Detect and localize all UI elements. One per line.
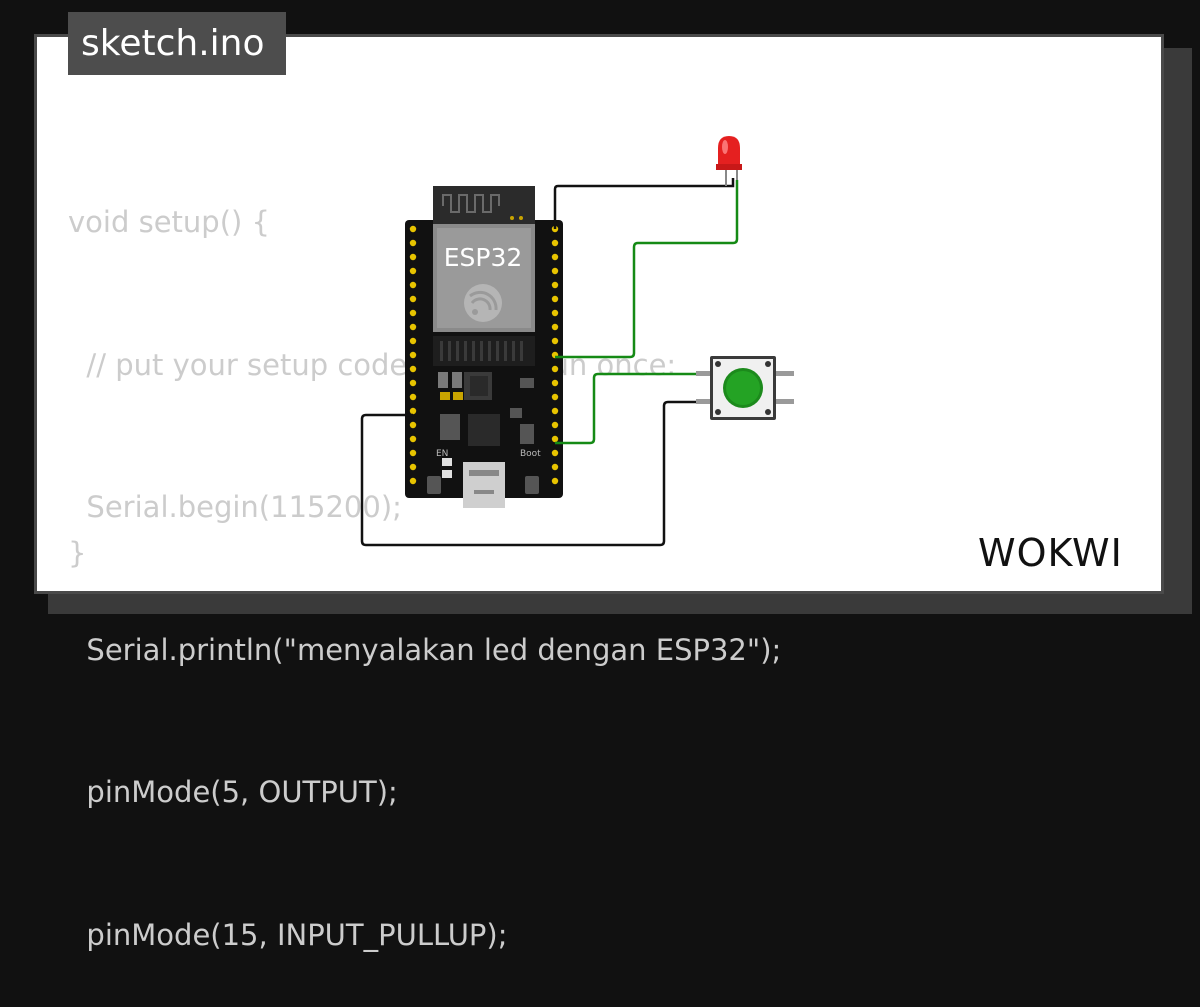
en-button[interactable] [427,476,441,494]
board-label: ESP32 [444,243,523,272]
esp32-board[interactable]: ESP32 EN Boot [405,186,563,508]
pushbutton-icon[interactable] [696,356,794,420]
code-line: Serial.println("menyalakan led dengan ES… [68,632,782,667]
en-label: EN [436,449,448,459]
file-tab[interactable]: sketch.ino [68,12,286,75]
code-line: Serial.begin(115200); [68,490,402,524]
preview-card [34,34,1164,594]
wire-led-anode-gpio5[interactable] [555,180,739,359]
boot-button[interactable] [525,476,539,494]
antenna-trace [442,194,500,213]
led-icon[interactable] [716,136,742,186]
code-line: pinMode(5, OUTPUT); [68,775,398,809]
code-line: pinMode(15, INPUT_PULLUP); [68,917,508,952]
circuit-diagram: ESP32 EN Boot [360,136,794,547]
usb-port-icon [463,462,505,508]
code-line: void setup() { [68,205,270,239]
wire-button-gpio15[interactable] [555,372,712,445]
wire-button-gnd[interactable] [360,400,712,547]
boot-label: Boot [520,449,541,459]
wire-led-cathode-gnd[interactable] [553,178,735,229]
espressif-logo-icon [464,284,502,322]
code-closing-brace: } [68,536,87,570]
mcu-chip [468,414,500,446]
pin-header-right [551,225,559,485]
wokwi-logo-icon: WOKWI [978,531,1123,575]
wokwi-logo-text: WOKWI [978,531,1123,575]
pin-header-left [409,225,417,485]
